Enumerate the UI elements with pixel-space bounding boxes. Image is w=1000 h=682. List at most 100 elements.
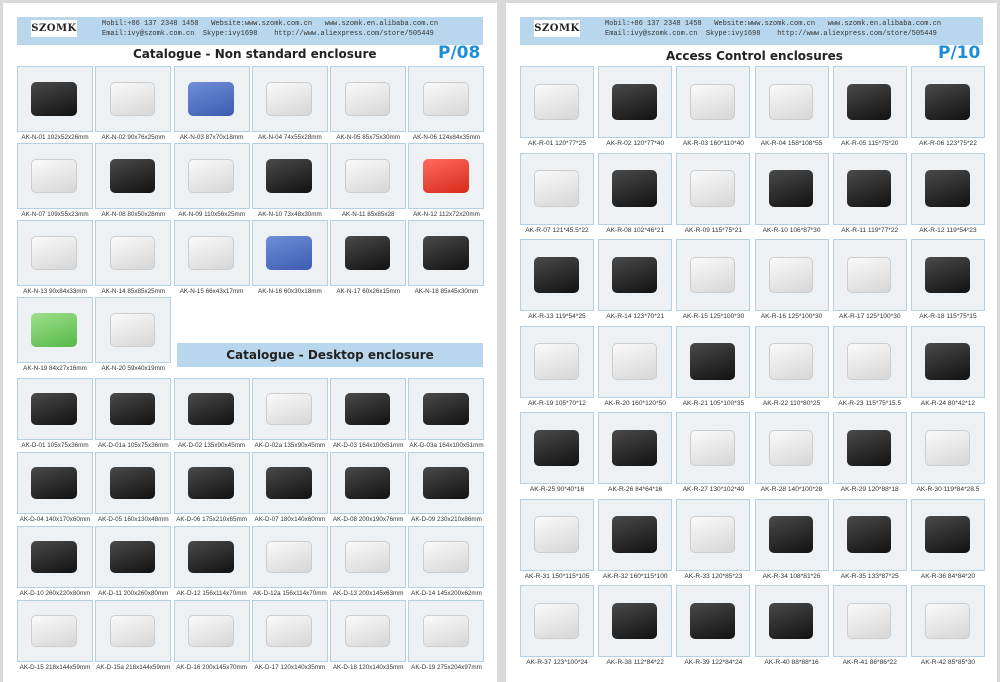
contact-info: Mobil:+86 137 2348 1458 Website:www.szom…	[605, 19, 941, 39]
product-photo	[754, 239, 829, 311]
enclosure-shape	[612, 516, 657, 553]
enclosure-shape	[31, 159, 78, 193]
product-item: AK-N-19 84x27x16mm	[17, 297, 93, 374]
product-item: AK-R-07 121*45.5*22	[520, 152, 594, 240]
enclosure-shape	[612, 256, 657, 294]
product-item: AK-D-02 135x90x45mm	[173, 378, 250, 452]
enclosure-shape	[846, 256, 892, 294]
product-photo	[408, 220, 485, 286]
product-label: AK-N-12 112x72x20mm	[413, 211, 480, 218]
product-item: AK-R-30 119*84*28.5	[910, 412, 985, 499]
product-photo	[408, 452, 485, 514]
product-photo	[251, 66, 328, 132]
product-item: AK-N-04 74x55x28mm	[251, 66, 328, 143]
product-photo	[17, 66, 93, 132]
enclosure-shape	[612, 83, 657, 121]
product-photo	[251, 143, 328, 209]
product-item: AK-R-29 120*88*18	[832, 412, 907, 499]
enclosure-shape	[344, 159, 391, 193]
enclosure-shape	[768, 516, 814, 553]
product-label: AK-R-34 108*81*26	[762, 572, 821, 580]
enclosure-shape	[690, 602, 735, 640]
enclosure-shape	[422, 236, 469, 270]
product-item: AK-D-12a 156x114x70mm	[251, 526, 328, 600]
product-photo	[95, 526, 172, 588]
product-item: AK-R-12 119*54*23	[910, 152, 985, 240]
product-label: AK-D-11 200x260x80mm	[98, 590, 169, 597]
product-label: AK-D-07 180x140x60mm	[254, 516, 326, 523]
product-photo	[330, 452, 407, 514]
product-photo	[676, 412, 751, 484]
enclosure-shape	[690, 343, 735, 380]
product-label: AK-R-41 86*86*22	[842, 659, 897, 666]
product-item: AK-R-16 125*100*30	[754, 239, 829, 326]
product-item: AK-R-23 115*75*15.5	[832, 325, 907, 413]
product-item: AK-N-08 80x50x28mm	[95, 143, 172, 220]
product-photo	[832, 585, 907, 657]
product-photo	[832, 498, 907, 571]
product-item: AK-R-33 120*85*23	[676, 498, 751, 586]
enclosure-shape	[344, 82, 391, 116]
product-photo	[330, 378, 407, 440]
product-item: AK-R-20 160*120*50	[598, 325, 673, 413]
product-label: AK-R-10 106*87*30	[762, 226, 821, 234]
product-item: AK-N-12 112x72x20mm	[408, 143, 485, 220]
enclosure-shape	[109, 236, 156, 270]
product-item: AK-D-11 200x260x80mm	[95, 526, 172, 600]
product-label: AK-R-07 121*45.5*22	[525, 226, 589, 234]
enclosure-shape	[533, 170, 579, 207]
product-photo	[173, 143, 250, 209]
contact-line-2: Email:ivy@szomk.com.cn Skype:ivy1698 htt…	[102, 30, 434, 38]
product-item: AK-R-32 160*115*100	[598, 498, 673, 586]
desktop-section-title: Catalogue - Desktop enclosure	[177, 343, 483, 367]
product-photo	[251, 526, 328, 588]
enclosure-shape	[924, 256, 970, 294]
enclosure-shape	[109, 541, 156, 573]
enclosure-shape	[533, 256, 579, 294]
product-photo	[832, 239, 907, 311]
product-label: AK-N-05 85x75x30mm	[336, 134, 401, 141]
product-label: AK-D-01 105x75x36mm	[21, 442, 89, 449]
product-item: AK-R-26 84*64*16	[598, 412, 673, 499]
enclosure-shape	[31, 82, 78, 116]
contact-line-2: Email:ivy@szomk.com.cn Skype:ivy1698 htt…	[605, 30, 937, 38]
product-item: AK-D-05 160x130x48mm	[95, 452, 172, 526]
product-photo	[17, 452, 93, 514]
product-label: AK-N-07 109x55x23mm	[21, 211, 89, 218]
product-photo	[520, 66, 594, 138]
product-photo	[17, 297, 93, 363]
product-photo	[330, 526, 407, 588]
product-photo	[676, 239, 751, 311]
enclosure-shape	[846, 602, 892, 640]
enclosure-shape	[690, 83, 735, 121]
enclosure-shape	[533, 602, 579, 640]
enclosure-shape	[266, 159, 313, 193]
product-photo	[520, 152, 594, 225]
contact-line-1: Mobil:+86 137 2348 1458 Website:www.szom…	[102, 20, 439, 28]
product-photo	[676, 498, 751, 571]
product-label: AK-N-19 84x27x16mm	[23, 365, 87, 372]
product-photo	[251, 378, 328, 440]
product-label: AK-R-16 125*100*30	[760, 313, 823, 320]
product-photo	[173, 378, 250, 440]
product-label: AK-R-27 130*102*40	[682, 486, 745, 493]
enclosure-shape	[187, 541, 234, 573]
enclosure-shape	[690, 256, 735, 294]
product-item: AK-N-10 73x48x30mm	[251, 143, 328, 220]
product-item: AK-R-01 120*77*25	[520, 66, 594, 153]
enclosure-shape	[187, 393, 234, 425]
enclosure-shape	[266, 541, 313, 573]
product-item: AK-R-14 123*70*21	[598, 239, 673, 326]
product-item: AK-R-40 88*88*16	[754, 585, 829, 672]
product-item: AK-D-08 200x190x76mm	[330, 452, 407, 526]
product-label: AK-D-02 135x90x45mm	[177, 442, 246, 449]
enclosure-shape	[266, 393, 313, 425]
enclosure-shape	[768, 83, 814, 121]
contact-info: Mobil:+86 137 2348 1458 Website:www.szom…	[102, 19, 438, 39]
product-item: AK-D-17 120x140x35mm	[251, 600, 328, 674]
product-label: AK-R-24 80*42*12	[920, 399, 976, 407]
enclosure-shape	[31, 393, 78, 425]
product-photo	[251, 452, 328, 514]
product-item: AK-N-11 85x85x28	[330, 143, 407, 220]
product-label: AK-N-01 102x52x26mm	[21, 134, 89, 141]
